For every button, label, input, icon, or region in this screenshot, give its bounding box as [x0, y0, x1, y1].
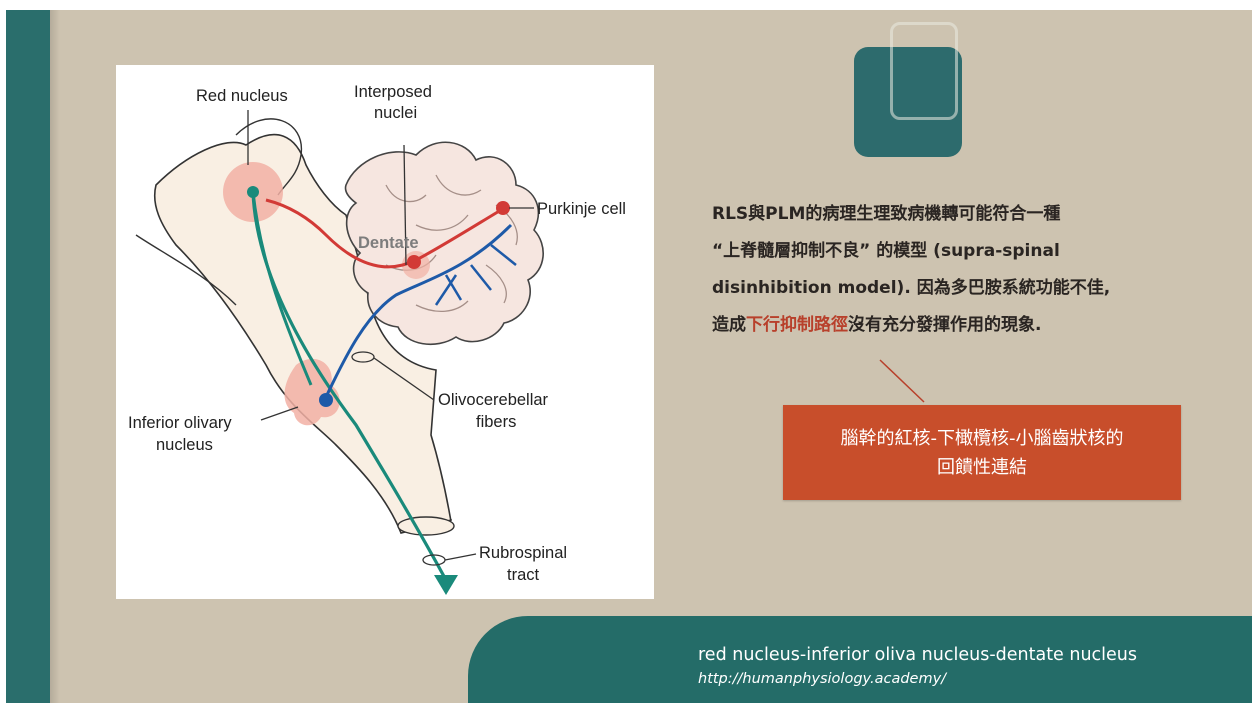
dentate-neuron	[407, 255, 421, 269]
label-inferior-olivary-line1: Inferior olivary	[128, 414, 232, 432]
left-accent-bar	[6, 10, 50, 703]
callout-line-2: 回饋性連結	[937, 453, 1027, 482]
inferior-olive-neuron	[319, 393, 333, 407]
label-interposed-line2: nuclei	[374, 104, 417, 122]
neuro-diagram-panel: Red nucleus Interposed nuclei Purkinje c…	[116, 65, 654, 599]
leader-inferior-olive	[261, 407, 298, 420]
label-red-nucleus: Red nucleus	[196, 87, 288, 105]
text-line-2: “上脊髓層抑制不良” 的模型 (supra-spinal	[712, 233, 1202, 270]
label-purkinje-cell: Purkinje cell	[537, 200, 626, 218]
banner-title: red nucleus-inferior oliva nucleus-denta…	[698, 642, 1137, 668]
red-nucleus-neuron	[247, 186, 259, 198]
label-interposed-line1: Interposed	[354, 83, 432, 101]
highlighted-phrase: 下行抑制路徑	[746, 315, 848, 335]
slide: Red nucleus Interposed nuclei Purkinje c…	[6, 10, 1252, 703]
label-inferior-olivary-line2: nucleus	[156, 436, 213, 454]
banner-url: http://humanphysiology.academy/	[698, 668, 1137, 690]
text-line-3: disinhibition model). 因為多巴胺系統功能不佳,	[712, 270, 1202, 307]
text-line-4-prefix: 造成	[712, 315, 746, 335]
text-line-4: 造成下行抑制路徑沒有充分發揮作用的現象.	[712, 307, 1202, 344]
purkinje-neuron	[496, 201, 510, 215]
callout-line-1: 腦幹的紅核-下橄欖核-小腦齒狀核的	[841, 424, 1124, 453]
text-line-1: RLS與PLM的病理生理致病機轉可能符合一種	[712, 196, 1202, 233]
banner-text: red nucleus-inferior oliva nucleus-denta…	[698, 642, 1137, 690]
leader-rubrospinal	[445, 554, 476, 560]
label-olivocerebellar-line2: fibers	[476, 413, 516, 431]
label-olivocerebellar-line1: Olivocerebellar	[438, 391, 549, 409]
text-line-4-suffix: 沒有充分發揮作用的現象.	[848, 315, 1041, 335]
callout-box: 腦幹的紅核-下橄欖核-小腦齒狀核的 回饋性連結	[783, 405, 1181, 500]
spinal-cut-ellipse	[398, 517, 454, 535]
label-rubrospinal-line1: Rubrospinal	[479, 544, 567, 562]
label-rubrospinal-line2: tract	[507, 566, 540, 584]
brainstem-cerebellum-diagram: Red nucleus Interposed nuclei Purkinje c…	[116, 65, 654, 599]
rubrospinal-arrowhead	[434, 575, 458, 595]
main-description-text: RLS與PLM的病理生理致病機轉可能符合一種 “上脊髓層抑制不良” 的模型 (s…	[712, 196, 1202, 344]
callout-connector-line	[880, 360, 924, 402]
label-dentate: Dentate	[358, 234, 419, 252]
decorative-outline-square	[890, 22, 958, 120]
left-bar-shadow	[50, 10, 60, 703]
